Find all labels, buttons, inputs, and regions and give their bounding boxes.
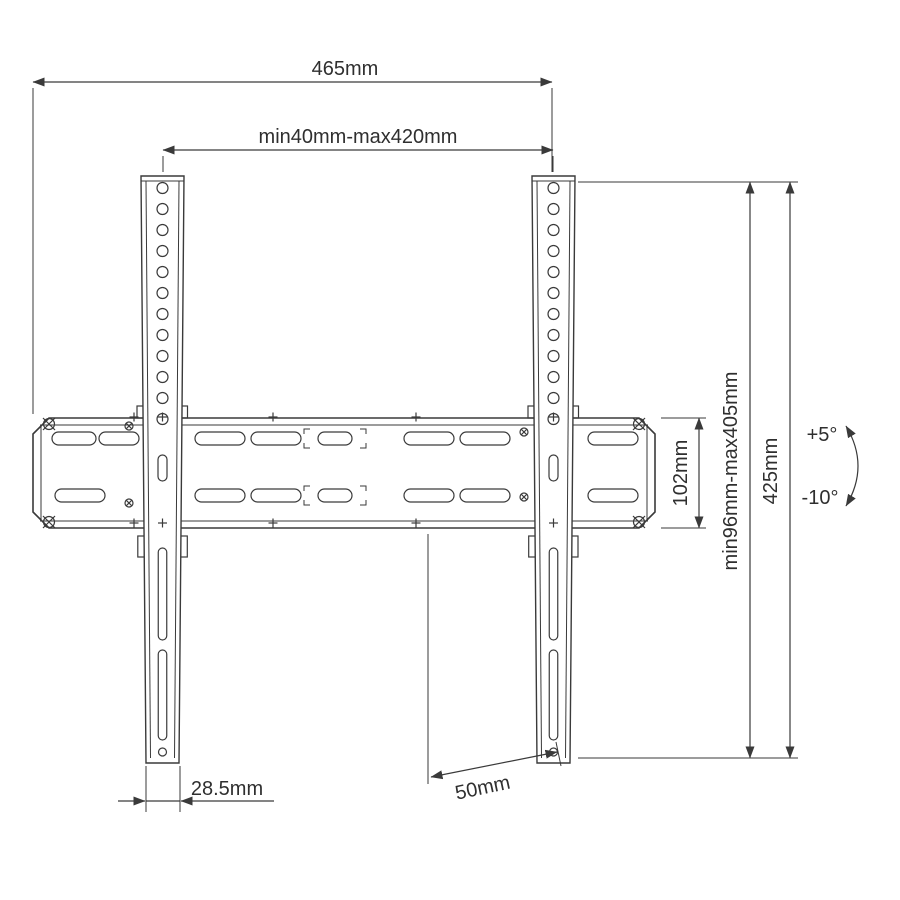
left-bracket-outline	[140, 175, 185, 764]
fastener-marks	[42, 412, 646, 529]
height-range-label: min96mm-max405mm	[720, 372, 742, 571]
width-range-label: min40mm-max420mm	[259, 126, 458, 148]
left-vesa-bracket	[136, 175, 189, 764]
plate-end-screws	[42, 417, 646, 529]
right-vesa-bracket	[527, 175, 580, 764]
left-bracket-vesa-holes	[156, 181, 169, 426]
dimension-width-range: min40mm-max420mm	[162, 126, 554, 172]
bracket-side-screws	[124, 421, 529, 508]
bracket-width-label: 28.5mm	[191, 778, 263, 800]
dimension-total-height: 425mm	[760, 181, 795, 759]
dimension-plate-height: 102mm	[661, 417, 706, 529]
depth-label: 50mm	[453, 772, 512, 805]
plate-slots-top-row	[51, 431, 639, 446]
right-bracket-slot-lower	[548, 649, 559, 741]
right-bracket-slot-upper	[548, 547, 559, 641]
right-bracket-outline	[531, 175, 576, 764]
plate-slots-bottom-row	[54, 488, 639, 503]
tilt-down-label: -10°	[802, 487, 839, 509]
tilt-angle-indicator: +5° -10°	[802, 424, 859, 509]
tilt-arc-arrow	[845, 425, 859, 507]
left-bracket-slot-lower	[157, 649, 168, 741]
center-slot-corner-marks	[303, 428, 367, 506]
left-bracket-slot-upper	[157, 547, 168, 641]
tilt-up-label: +5°	[807, 424, 838, 446]
flange-screw-cross-marks	[129, 412, 558, 528]
total-width-label: 465mm	[312, 58, 379, 80]
plate-height-label: 102mm	[670, 440, 692, 507]
dimension-bracket-width: 28.5mm	[118, 766, 274, 812]
dimension-height-range: min96mm-max405mm	[578, 181, 798, 759]
wall-plate	[32, 417, 656, 529]
dimension-total-width: 465mm	[32, 58, 553, 414]
total-height-label: 425mm	[760, 438, 782, 505]
